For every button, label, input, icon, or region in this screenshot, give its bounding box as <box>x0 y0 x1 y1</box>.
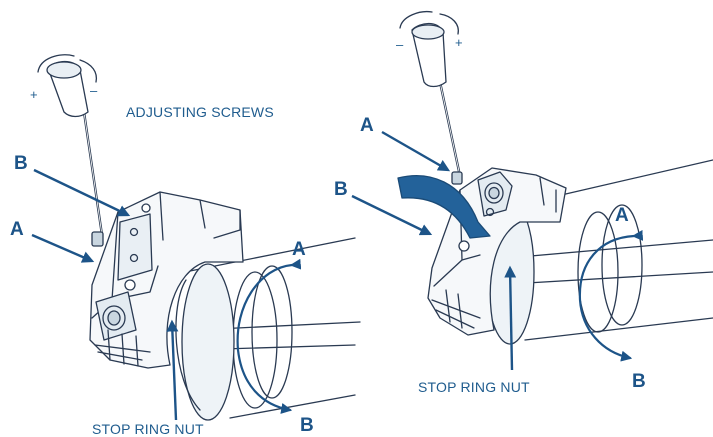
right-label-a-lower: A <box>615 205 629 226</box>
left-label-a-upper: A <box>10 219 24 240</box>
left-rotation-arrow <box>236 258 302 414</box>
left-pointer-arrows <box>31 168 179 421</box>
left-label-b-upper: B <box>14 153 28 174</box>
right-caption: STOP RING NUT <box>418 379 530 395</box>
left-label-b-lower: B <box>300 415 314 436</box>
right-label-b-lower: B <box>632 371 646 392</box>
right-rotation-arrow <box>578 229 644 362</box>
right-pointer-arrows <box>351 130 517 371</box>
right-assembly <box>397 10 713 362</box>
right-screw-minus: – <box>396 37 404 52</box>
left-label-a-lower: A <box>292 239 306 260</box>
left-coupling-body <box>89 191 244 369</box>
left-screw-minus: – <box>90 83 98 98</box>
left-title: ADJUSTING SCREWS <box>126 104 274 120</box>
right-label-b-upper: B <box>334 179 348 200</box>
right-screwdriver <box>399 10 463 185</box>
left-screwdriver <box>37 54 104 247</box>
left-pipe <box>175 237 361 421</box>
left-screw-plus: + <box>30 87 38 102</box>
left-caption: STOP RING NUT <box>92 421 204 437</box>
left-assembly <box>37 54 361 421</box>
right-label-a-upper: A <box>360 115 374 136</box>
right-screw-plus: + <box>455 35 463 50</box>
right-retaining-band <box>397 175 491 239</box>
